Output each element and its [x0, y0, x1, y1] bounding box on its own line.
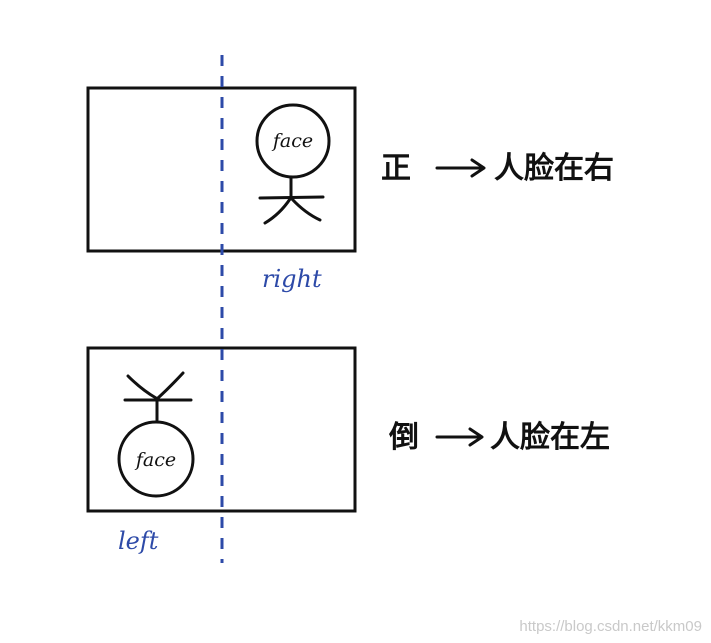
bottom-arrow-icon	[435, 427, 484, 447]
bottom-figure-right-leg	[156, 371, 185, 400]
bottom-face-label: face	[134, 449, 176, 471]
top-figure: face	[255, 103, 331, 225]
bottom-figure-left-leg	[126, 374, 158, 400]
top-face-circle	[255, 103, 331, 179]
bottom-result-text: 人脸在左	[490, 420, 610, 455]
bottom-frame	[86, 346, 357, 513]
bottom-side-label: left	[118, 527, 159, 555]
top-figure-right-leg	[290, 197, 322, 222]
bottom-face-circle	[117, 420, 195, 498]
top-figure-arms	[258, 195, 325, 200]
top-orientation-char: 正	[381, 151, 411, 186]
bottom-figure: face	[117, 371, 195, 498]
top-panel: face right 正 人脸在右	[86, 86, 614, 293]
bottom-orientation-char: 倒	[388, 420, 419, 455]
top-face-label: face	[271, 130, 313, 152]
top-side-label: right	[262, 265, 322, 293]
top-arrow-icon	[435, 158, 486, 178]
bottom-panel: face left 倒 人脸在左	[86, 346, 610, 555]
top-figure-left-leg	[263, 197, 292, 225]
watermark: https://blog.csdn.net/kkm09	[519, 618, 702, 635]
top-result-text: 人脸在右	[494, 151, 614, 186]
